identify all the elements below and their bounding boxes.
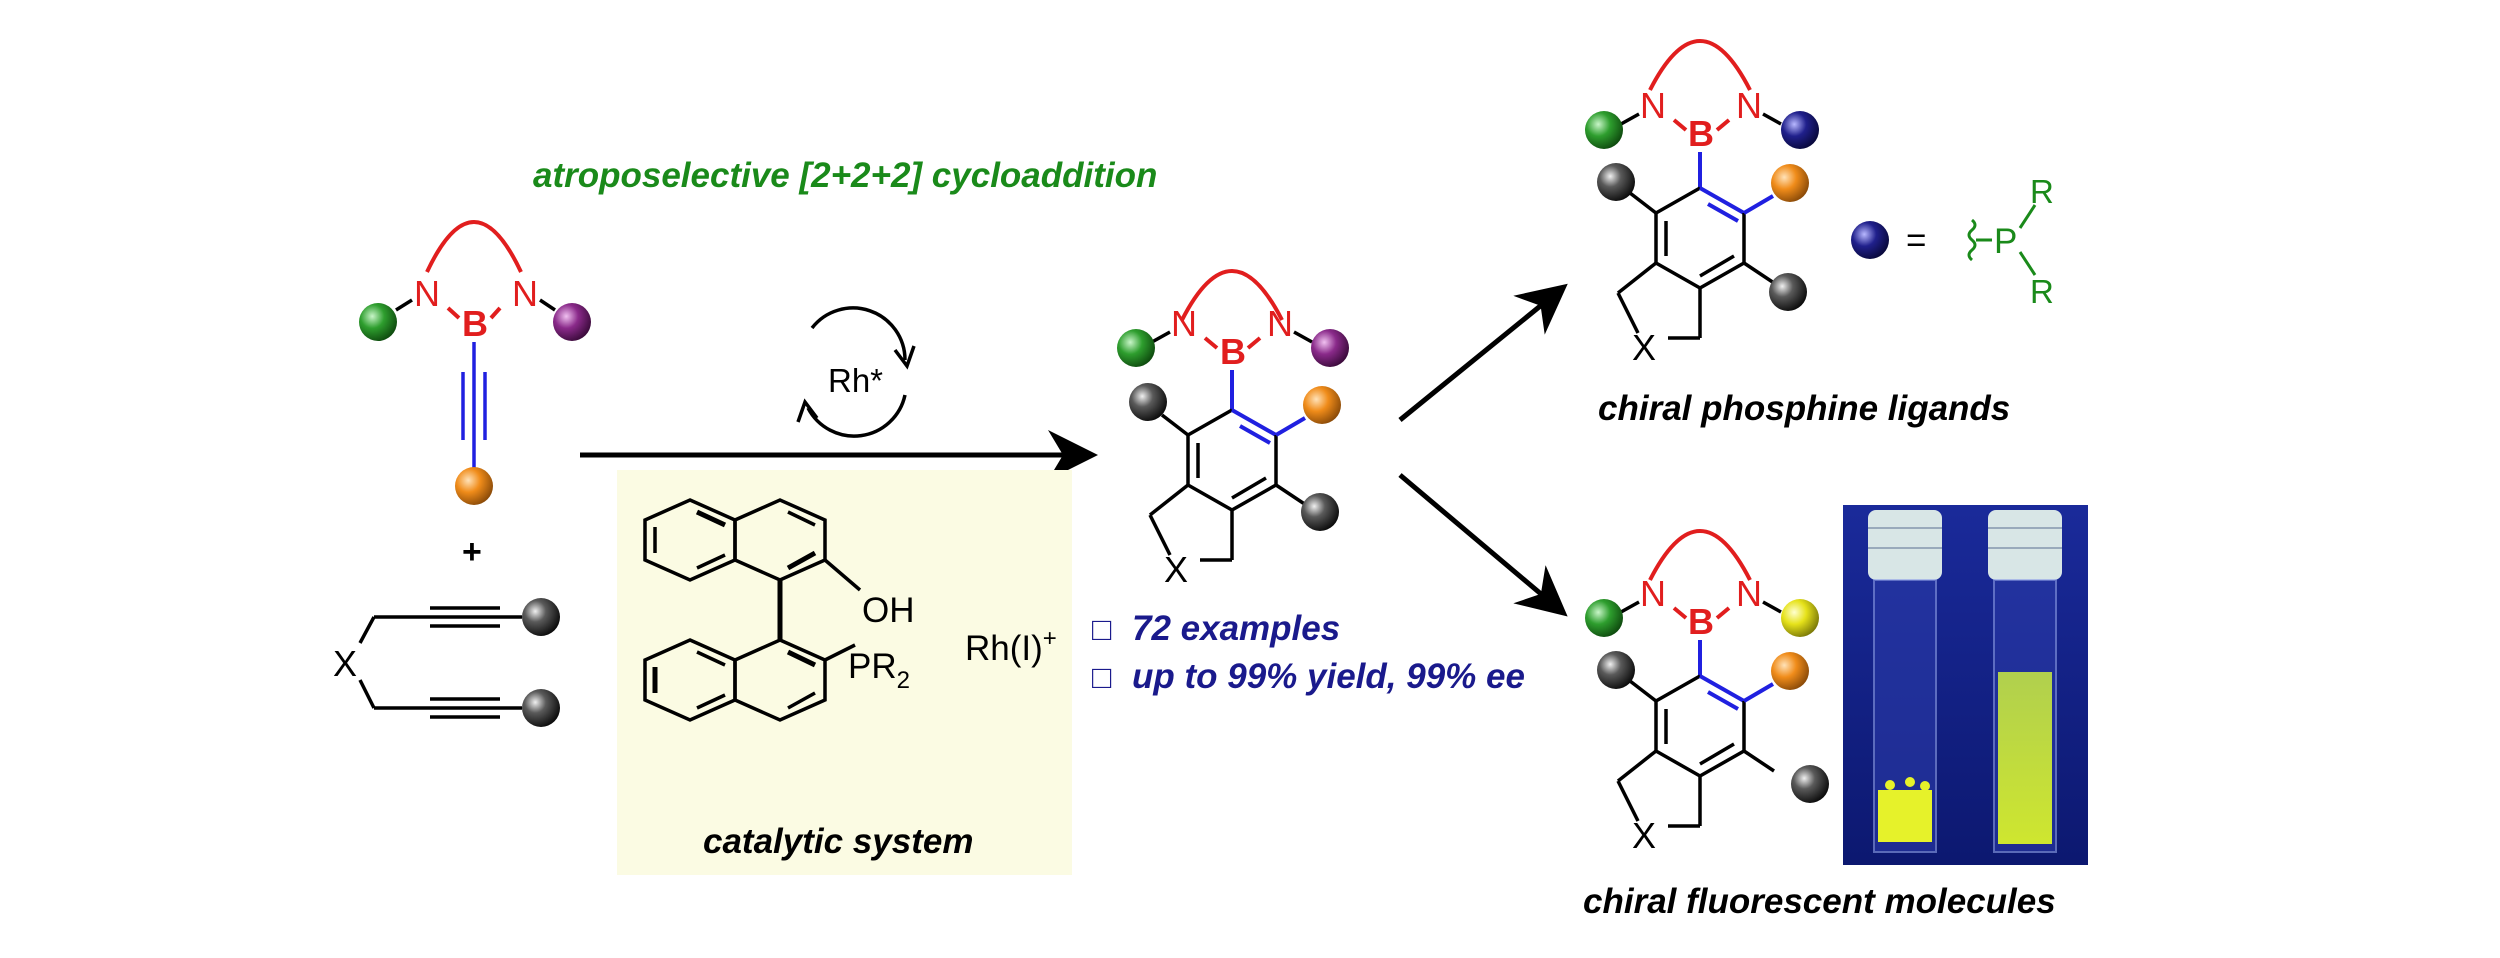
- svg-text:B: B: [1220, 331, 1246, 372]
- svg-text:N: N: [1171, 303, 1197, 344]
- b-atom: B: [462, 303, 488, 344]
- oh-group: OH: [862, 591, 915, 630]
- reagent-diyne: [358, 606, 522, 719]
- svg-text:R: R: [2030, 273, 2054, 310]
- phosphine-ligands-label: chiral phosphine ligands: [1598, 389, 2010, 428]
- svg-text:N: N: [1640, 573, 1666, 614]
- title-text: atroposelective [2+2+2] cycloaddition: [533, 156, 1157, 195]
- svg-text:X: X: [1632, 815, 1656, 856]
- svg-text:X: X: [1164, 549, 1188, 590]
- x-linker-label: X: [333, 643, 357, 684]
- svg-text:R: R: [2030, 173, 2054, 210]
- p-atom: P: [1994, 222, 2017, 261]
- purple-ball: [553, 303, 591, 341]
- phosphine-product-molecule: N N B X: [1585, 39, 1819, 368]
- bullet-icon: □: [1092, 659, 1112, 695]
- n-atom-right: N: [512, 273, 538, 314]
- fluorescent-molecules-label: chiral fluorescent molecules: [1583, 882, 2056, 921]
- examples-text: 72 examples: [1132, 609, 1340, 648]
- rh-catalyst-label: Rh*: [828, 362, 883, 399]
- green-ball: [359, 303, 397, 341]
- reagent-boryl-alkyne: N N B: [359, 220, 591, 505]
- svg-text:N: N: [1736, 573, 1762, 614]
- binaphthyl-ligand: [643, 498, 862, 722]
- arrow-to-fluorescent: [1398, 473, 1568, 617]
- svg-text:N: N: [1267, 303, 1293, 344]
- svg-text:X: X: [1632, 327, 1656, 368]
- catalytic-cycle-icon: [796, 306, 916, 438]
- blue-ball: [1851, 221, 1889, 259]
- yield-text: up to 99% yield, 99% ee: [1132, 657, 1525, 696]
- svg-text:N: N: [1736, 85, 1762, 126]
- svg-text:B: B: [1688, 601, 1714, 642]
- svg-text:=: =: [1906, 221, 1926, 260]
- arrow-to-phosphine: [1398, 283, 1568, 422]
- catalytic-system-box: [617, 470, 1072, 875]
- svg-text:N: N: [1640, 85, 1666, 126]
- plus-sign: +: [462, 533, 482, 571]
- n-atom-left: N: [414, 273, 440, 314]
- phosphine-legend: = P R R: [1851, 173, 2054, 310]
- svg-text:B: B: [1688, 113, 1714, 154]
- pr2-group: PR2: [848, 647, 910, 694]
- fluorescence-photo: [1843, 505, 2088, 865]
- fluorescent-product-molecule: N N B X: [1585, 529, 1829, 856]
- bullet-icon: □: [1092, 611, 1112, 647]
- catalytic-system-label: catalytic system: [703, 822, 973, 861]
- product-molecule: N N B X: [1117, 269, 1349, 590]
- orange-ball: [455, 467, 493, 505]
- black-ball: [522, 598, 560, 636]
- black-ball: [522, 689, 560, 727]
- rh-complex-label: Rh(I)+: [965, 625, 1057, 668]
